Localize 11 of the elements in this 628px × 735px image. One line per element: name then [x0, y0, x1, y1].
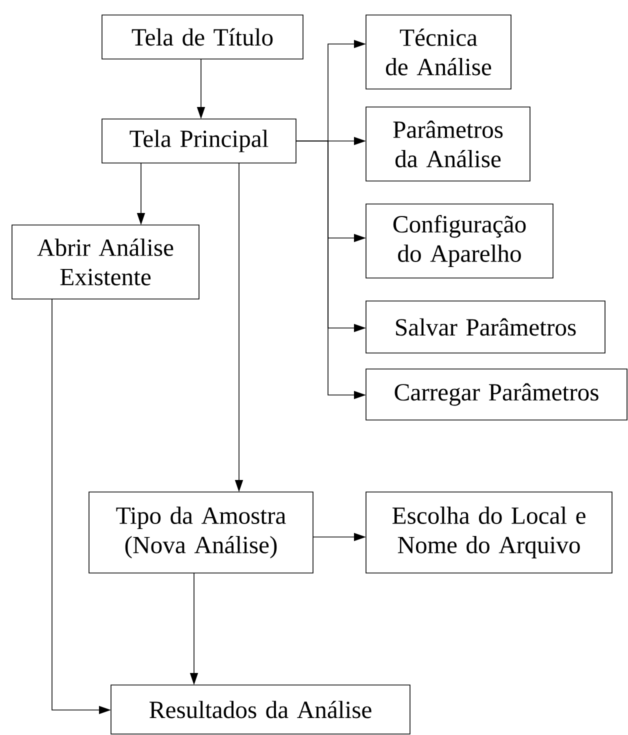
- process-box: Escolha do Local e Nome do Arquivo: [366, 492, 612, 574]
- process-box: Tipo da Amostra (Nova Análise): [88, 492, 314, 574]
- process-box: Técnica de Análise: [366, 14, 512, 90]
- process-box: Carregar Parâmetros: [366, 368, 628, 420]
- process-box: Abrir Análise Existente: [12, 224, 200, 300]
- process-box: Tela Principal: [102, 118, 296, 164]
- process-box: Parâmetros da Análise: [366, 106, 530, 182]
- process-box: Tela de Título: [102, 14, 304, 60]
- process-box: Salvar Parâmetros: [366, 300, 606, 354]
- process-box: Configuração do Aparelho: [366, 204, 554, 278]
- process-box: Resultados da Análise: [110, 684, 410, 734]
